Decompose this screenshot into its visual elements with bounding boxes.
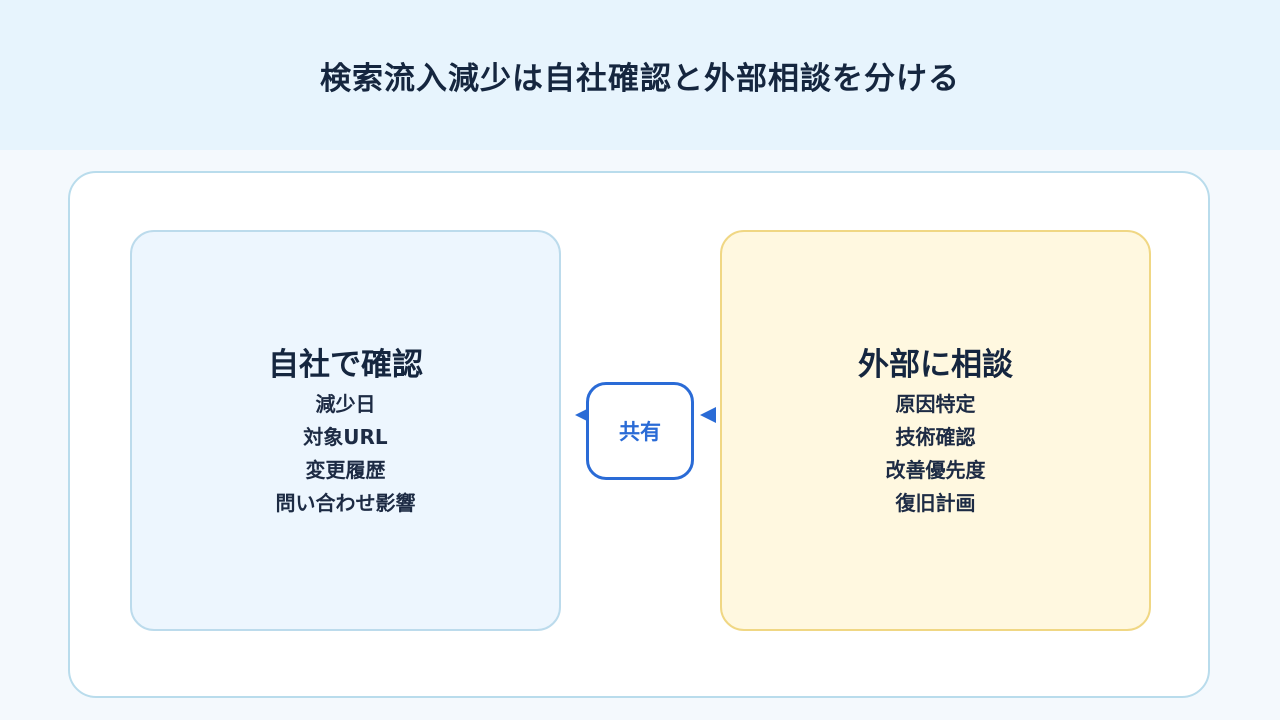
internal-check-heading: 自社で確認 <box>268 347 423 383</box>
header-band <box>0 0 1280 150</box>
external-consult-item: 技術確認 <box>895 425 976 449</box>
share-node: 共有 <box>586 382 694 480</box>
internal-check-content: 自社で確認 減少日 対象URL 変更履歴 問い合わせ影響 <box>132 342 559 520</box>
arrow-left-icon <box>700 407 716 423</box>
external-consult-item: 復旧計画 <box>895 491 976 515</box>
external-consult-content: 外部に相談 原因特定 技術確認 改善優先度 復旧計画 <box>722 342 1149 520</box>
internal-check-item: 変更履歴 <box>305 458 386 482</box>
internal-check-item: 対象URL <box>303 425 388 449</box>
external-consult-item: 改善優先度 <box>885 458 986 482</box>
internal-check-box: 自社で確認 減少日 対象URL 変更履歴 問い合わせ影響 <box>130 230 561 631</box>
external-consult-list: 原因特定 技術確認 改善優先度 復旧計画 <box>722 388 1149 520</box>
external-consult-item: 原因特定 <box>895 392 976 416</box>
external-consult-box: 外部に相談 原因特定 技術確認 改善優先度 復旧計画 <box>720 230 1151 631</box>
external-consult-heading: 外部に相談 <box>858 347 1013 383</box>
internal-check-item: 減少日 <box>315 392 376 416</box>
internal-check-list: 減少日 対象URL 変更履歴 問い合わせ影響 <box>132 388 559 520</box>
page-title: 検索流入減少は自社確認と外部相談を分ける <box>320 61 960 97</box>
internal-check-item: 問い合わせ影響 <box>275 491 416 515</box>
